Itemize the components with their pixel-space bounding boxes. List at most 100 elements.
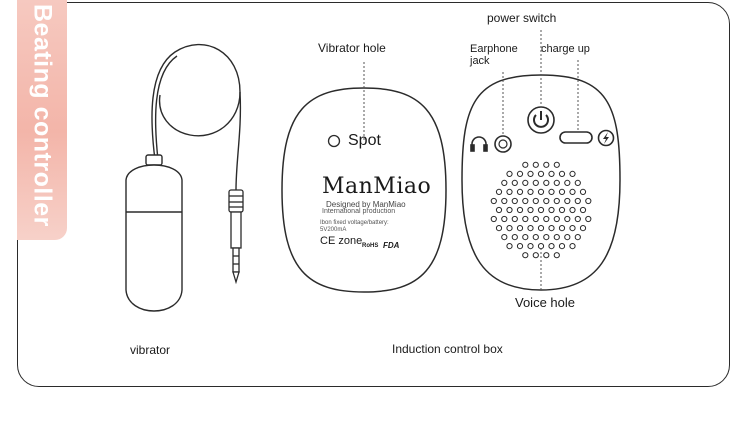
speaker-hole	[558, 170, 566, 177]
speaker-hole	[527, 206, 534, 214]
speaker-hole	[537, 188, 545, 195]
speaker-hole	[511, 234, 518, 241]
speaker-hole	[543, 161, 550, 168]
speaker-hole	[506, 225, 513, 232]
speaker-hole	[574, 179, 581, 186]
speaker-hole	[501, 234, 508, 241]
speaker-hole	[522, 252, 529, 259]
speaker-hole	[522, 179, 529, 186]
speaker-hole	[501, 179, 508, 186]
speaker-hole	[574, 197, 581, 205]
speaker-hole	[553, 161, 560, 168]
speaker-hole	[585, 197, 592, 205]
speaker-hole	[564, 197, 571, 205]
speaker-hole	[532, 234, 539, 241]
speaker-hole	[501, 197, 508, 205]
speaker-hole	[516, 188, 524, 195]
speaker-hole	[516, 225, 524, 232]
speaker-hole	[569, 243, 576, 250]
speaker-hole	[516, 170, 524, 177]
speaker-hole	[527, 243, 534, 250]
speaker-hole	[490, 197, 497, 205]
speaker-hole	[558, 188, 566, 195]
speaker-hole	[564, 215, 571, 223]
charge-port	[559, 131, 593, 144]
speaker-hole	[537, 206, 545, 214]
audio-plug	[228, 189, 244, 285]
speaker-hole	[506, 188, 513, 195]
brand-logo: ManMiao	[322, 174, 432, 199]
ce-zone-text: CE zone	[320, 235, 363, 247]
speaker-hole	[522, 215, 529, 223]
speaker-hole	[553, 197, 560, 205]
designed-by-text: Designed by ManMiao	[326, 200, 406, 209]
speaker-hole	[543, 179, 550, 186]
lightning-bolt-icon	[597, 129, 615, 147]
speaker-hole	[527, 225, 534, 232]
speaker-hole	[553, 252, 560, 259]
speaker-hole	[527, 188, 534, 195]
speaker-hole	[569, 188, 576, 195]
speaker-hole	[579, 188, 587, 195]
speaker-hole	[501, 215, 508, 223]
speaker-hole	[564, 234, 571, 241]
intl-production-text: International production	[322, 208, 396, 215]
title-label: Beating controller	[28, 4, 57, 227]
speaker-hole	[516, 206, 524, 214]
title-tag	[17, 0, 67, 240]
speaker-hole	[543, 197, 550, 205]
speaker-hole	[579, 225, 587, 232]
speaker-hole	[569, 225, 576, 232]
speaker-hole	[537, 243, 545, 250]
speaker-hole	[532, 252, 539, 259]
speaker-hole	[548, 225, 555, 232]
speaker-hole	[574, 215, 581, 223]
induction-control-box-label: Induction control box	[392, 342, 503, 356]
voice-hole-label: Voice hole	[515, 295, 575, 310]
speaker-hole	[558, 243, 566, 250]
speaker-hole	[511, 179, 518, 186]
vibrator-hole-label: Vibrator hole	[318, 41, 386, 55]
speaker-hole	[495, 225, 503, 232]
speaker-hole	[548, 243, 555, 250]
vibrator-cord	[151, 43, 242, 191]
speaker-hole	[548, 188, 555, 195]
voltage-value-text: 5V200mA	[320, 227, 347, 233]
vibrator-label: vibrator	[130, 343, 171, 357]
speaker-hole	[506, 206, 513, 214]
speaker-hole	[522, 234, 529, 241]
speaker-hole	[516, 243, 524, 250]
speaker-hole	[490, 215, 497, 223]
speaker-hole	[569, 206, 576, 214]
speaker-hole	[558, 206, 566, 214]
speaker-hole	[543, 234, 550, 241]
speaker-hole	[537, 225, 545, 232]
headphone-icon	[470, 136, 488, 152]
speaker-hole	[574, 234, 581, 241]
speaker-hole	[553, 179, 560, 186]
speaker-hole	[532, 215, 539, 223]
speaker-hole	[579, 206, 587, 214]
earphone-jack-label-1: Earphone	[470, 43, 518, 55]
speaker-hole	[511, 215, 518, 223]
speaker-hole	[495, 206, 503, 214]
speaker-hole	[495, 188, 503, 195]
front-panel-outline	[281, 87, 447, 293]
speaker-hole	[532, 179, 539, 186]
speaker-hole	[532, 161, 539, 168]
charge-up-label: charge up	[541, 43, 590, 55]
speaker-hole	[537, 170, 545, 177]
speaker-hole	[511, 197, 518, 205]
spot-label: Spot	[348, 132, 381, 149]
speaker-hole	[564, 179, 571, 186]
speaker-hole	[553, 234, 560, 241]
spot-circle	[327, 134, 341, 148]
vibrator-egg	[125, 154, 183, 312]
speaker-hole	[569, 170, 576, 177]
speaker-grille	[490, 161, 592, 259]
power-switch-label: power switch	[487, 11, 557, 25]
speaker-hole	[506, 243, 513, 250]
fda-text: FDA	[383, 241, 400, 250]
earphone-jack-label-2: jack	[470, 55, 490, 67]
